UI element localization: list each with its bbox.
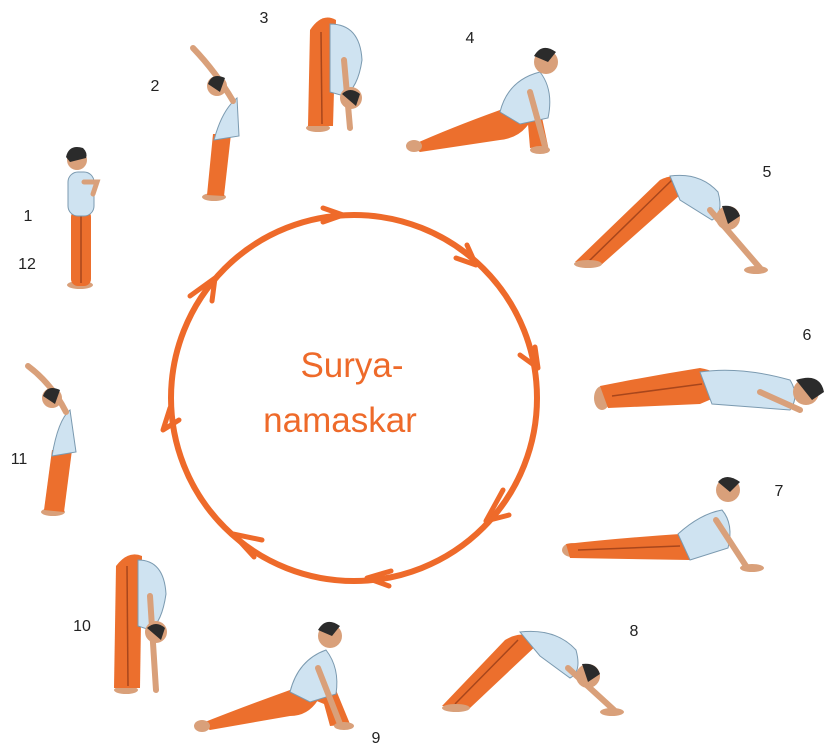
- pose-4-lunge-figure: [406, 48, 558, 154]
- title-line-1: Surya-: [300, 346, 403, 385]
- step-label-3: 3: [260, 10, 269, 27]
- step-label-11: 11: [11, 451, 28, 468]
- step-label-9: 9: [372, 730, 381, 745]
- title-line-2: namaskar: [263, 401, 417, 440]
- step-label-12: 12: [18, 256, 36, 273]
- pose-5-mountain-figure: [574, 175, 768, 274]
- pose-7-cobra-figure: [562, 477, 764, 572]
- step-label-10: 10: [73, 618, 91, 635]
- step-label-2: 2: [151, 78, 160, 95]
- pose-10-forward-bend-figure: [114, 554, 167, 694]
- step-label-7: 7: [775, 483, 784, 500]
- pose-1-standing-prayer-figure: [66, 147, 97, 289]
- step-label-8: 8: [630, 623, 639, 640]
- cycle-circle: [163, 208, 538, 586]
- step-label-1: 1: [24, 208, 33, 225]
- pose-6-eight-limbed-figure: [594, 368, 824, 410]
- pose-11-raised-arms-figure: [28, 366, 76, 516]
- pose-8-mountain-figure: [442, 631, 624, 716]
- pose-3-forward-bend-figure: [306, 18, 362, 132]
- step-label-6: 6: [803, 327, 812, 344]
- step-label-4: 4: [466, 30, 475, 47]
- step-label-5: 5: [763, 164, 772, 181]
- pose-2-raised-arms-figure: [193, 48, 239, 201]
- pose-9-lunge-figure: [194, 622, 354, 732]
